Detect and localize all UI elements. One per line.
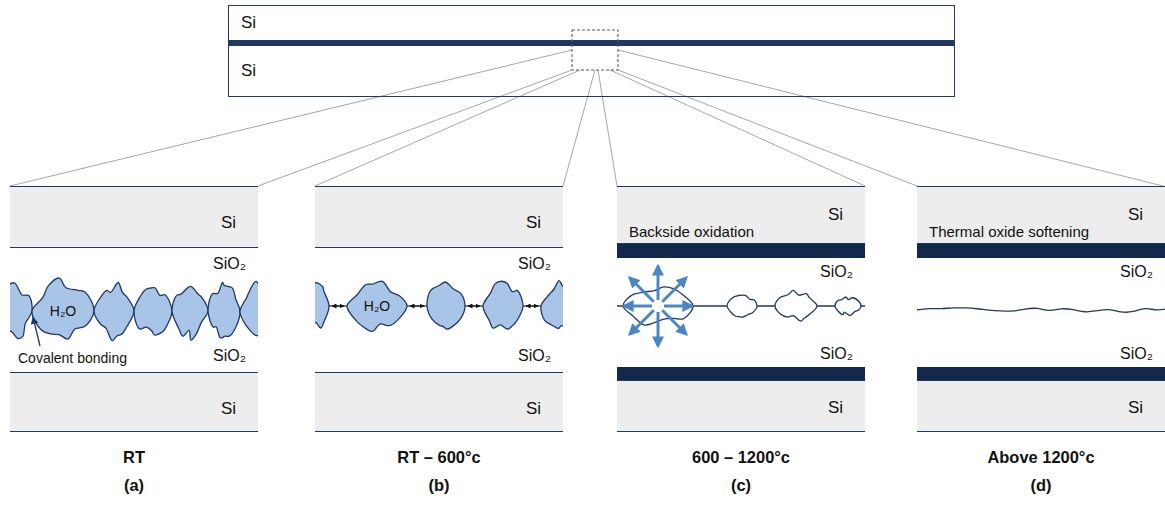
zoom-line (610, 70, 865, 186)
diffusion-arrow (662, 310, 686, 334)
material-label: Si (1128, 205, 1143, 225)
void (727, 295, 757, 317)
water-pocket (94, 283, 134, 341)
zoom-line (258, 70, 572, 186)
step-letter: (c) (617, 476, 865, 496)
oxide-label: SiO₂ (211, 346, 248, 365)
diffusion-arrow (630, 278, 654, 302)
interface-panel: SiO₂SiO₂RT – 600°c(b)H₂OSiSi (315, 186, 563, 432)
bonded-interface (329, 305, 347, 306)
interface-drawing (917, 308, 1165, 312)
water-pocket (240, 281, 258, 335)
silicon-wafer: Si (228, 46, 955, 97)
step-caption: 600 – 1200°c (617, 448, 865, 468)
diffusion-arrow (657, 312, 660, 346)
silicon-wafer: Si (228, 5, 955, 40)
note-label: H₂O (50, 303, 76, 320)
backside-oxide-band (917, 244, 1165, 258)
step-caption: Above 1200°c (917, 448, 1165, 468)
water-pocket (134, 287, 172, 335)
water-pocket (208, 283, 240, 339)
diffusion-arrow (657, 266, 660, 300)
interface-drawing (315, 281, 563, 332)
oxide-label: SiO₂ (818, 262, 855, 281)
silicon-layer: Si (315, 372, 563, 432)
step-letter: (b) (315, 476, 563, 496)
water-pocket (10, 283, 32, 339)
material-label: Si (1128, 398, 1143, 418)
material-label: Si (828, 205, 843, 225)
interface-panel: SiO₂SiO₂Above 1200°c(d)SiThermal oxide s… (917, 186, 1165, 432)
zoom-line (10, 50, 572, 186)
zoom-line (315, 70, 580, 186)
silicon-layer: Si (315, 186, 563, 248)
material-label: Si (526, 399, 541, 419)
oxide-label: SiO₂ (818, 344, 855, 363)
water-pocket (32, 278, 94, 339)
contact-arrow (410, 306, 424, 307)
diffusion-arrow (664, 305, 692, 308)
silicon-layer: Si (10, 186, 258, 248)
note-label: Covalent bonding (16, 350, 129, 367)
process-label: Thermal oxide softening (929, 223, 1089, 241)
contact-arrow (332, 306, 344, 307)
step-caption: RT (10, 448, 258, 468)
material-label: Si (221, 399, 236, 419)
silicon-layer: SiThermal oxide softening (917, 186, 1165, 244)
backside-oxide-band (617, 367, 865, 380)
leader-arrow (33, 317, 40, 346)
bonded-interface (917, 308, 1165, 312)
material-label: Si (526, 213, 541, 233)
silicon-layer: Si (617, 380, 865, 432)
zoom-line (598, 70, 617, 186)
interface-panel: SiO₂SiO₂600 – 1200°c(c)SiBackside oxidat… (617, 186, 865, 432)
backside-oxide-band (917, 367, 1165, 380)
oxide-label: SiO₂ (516, 346, 553, 365)
step-letter: (a) (10, 476, 258, 496)
process-label: Backside oxidation (629, 223, 754, 241)
step-caption: RT – 600°c (315, 448, 563, 468)
oxide-label: SiO₂ (1118, 262, 1155, 281)
interface-drawings (0, 266, 1165, 346)
note-label: H₂O (364, 298, 390, 315)
zoom-box (572, 30, 618, 70)
interface-drawing (10, 278, 258, 346)
bonded-interface (465, 305, 483, 306)
material-label: Si (241, 61, 256, 81)
backside-oxide-band (617, 244, 865, 258)
contact-arrow (526, 306, 538, 307)
interface-panel: SiO₂SiO₂RT(a)H₂OCovalent bondingSiSi (10, 186, 258, 432)
silicon-layer: Si (10, 372, 258, 432)
oxide-label: SiO₂ (1118, 344, 1155, 363)
bonded-interface (407, 305, 427, 306)
void (835, 297, 861, 316)
diffusion-arrow (630, 310, 654, 334)
material-label: Si (241, 13, 256, 33)
zoom-line (563, 70, 595, 186)
water-pocket (347, 281, 407, 331)
silicon-layer: Si (917, 380, 1165, 432)
water-pocket (483, 281, 523, 329)
diffusion-arrow (624, 305, 652, 308)
water-pocket (427, 282, 465, 329)
silicon-layer: SiBackside oxidation (617, 186, 865, 244)
material-label: Si (221, 213, 236, 233)
diffusion-arrow (662, 278, 686, 302)
material-label: Si (828, 398, 843, 418)
contact-arrow (468, 306, 480, 307)
zoom-line (618, 50, 1163, 186)
water-pocket (315, 283, 329, 329)
bonded-interface (523, 305, 541, 306)
void (775, 290, 817, 321)
oxide-label: SiO₂ (516, 254, 553, 273)
water-pocket (541, 281, 563, 329)
step-letter: (d) (917, 476, 1165, 496)
water-pocket (172, 286, 208, 340)
oxide-label: SiO₂ (211, 254, 248, 273)
